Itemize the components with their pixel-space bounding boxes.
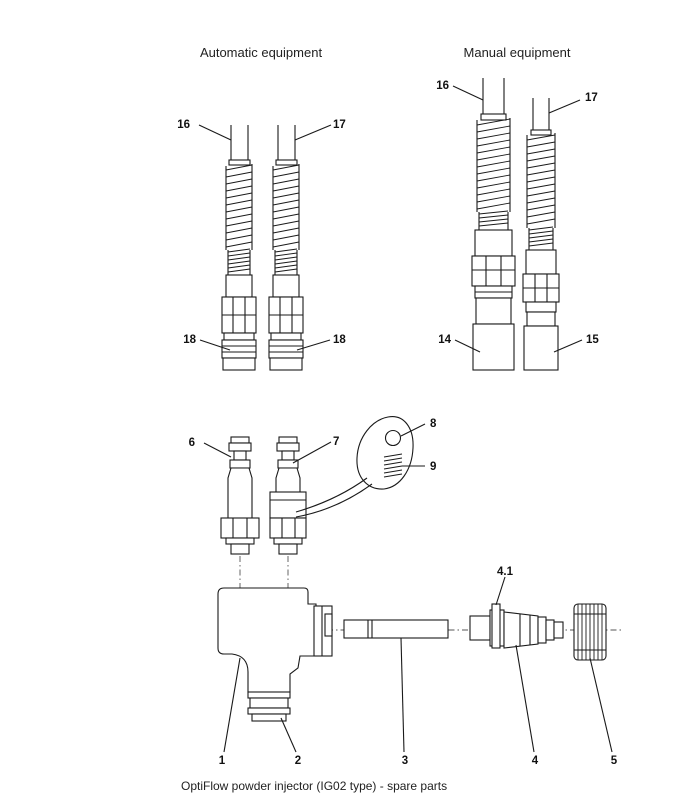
nipple-6 [220,436,260,555]
callout-7: 7 [333,436,339,448]
figure-caption: OptiFlow powder injector (IG02 type) - s… [181,779,447,793]
manual-hose-17 [522,98,560,371]
callout-18-left: 18 [183,334,196,346]
callout-2: 2 [295,755,301,767]
callout-14: 14 [438,334,451,346]
callout-8: 8 [430,418,437,430]
heading-automatic-equipment: Automatic equipment [200,45,323,60]
injector-body-1 [217,587,333,693]
o-rings-2 [247,691,291,722]
nut-5 [573,603,607,661]
callout-18-right: 18 [333,334,346,346]
insert-tube-3 [343,619,449,639]
callout-16-manual: 16 [436,80,449,92]
auto-hose-16 [221,125,257,371]
callout-15: 15 [586,334,599,346]
manual-hose-16 [471,78,516,371]
heading-manual-equipment: Manual equipment [464,45,571,60]
auto-hose-17 [268,125,304,371]
nozzle-4 [469,603,564,649]
callout-9: 9 [430,461,436,473]
nipple-7 [269,436,307,555]
detail-callout-8-9 [295,416,426,518]
callout-6: 6 [189,437,195,449]
callout-5: 5 [611,755,618,767]
callout-17-auto: 17 [333,119,346,131]
callout-4-1: 4.1 [497,566,514,578]
callout-4: 4 [532,755,539,767]
callout-3: 3 [402,755,408,767]
callout-1: 1 [219,755,226,767]
callout-17-manual: 17 [585,92,598,104]
callout-16-auto: 16 [177,119,190,131]
